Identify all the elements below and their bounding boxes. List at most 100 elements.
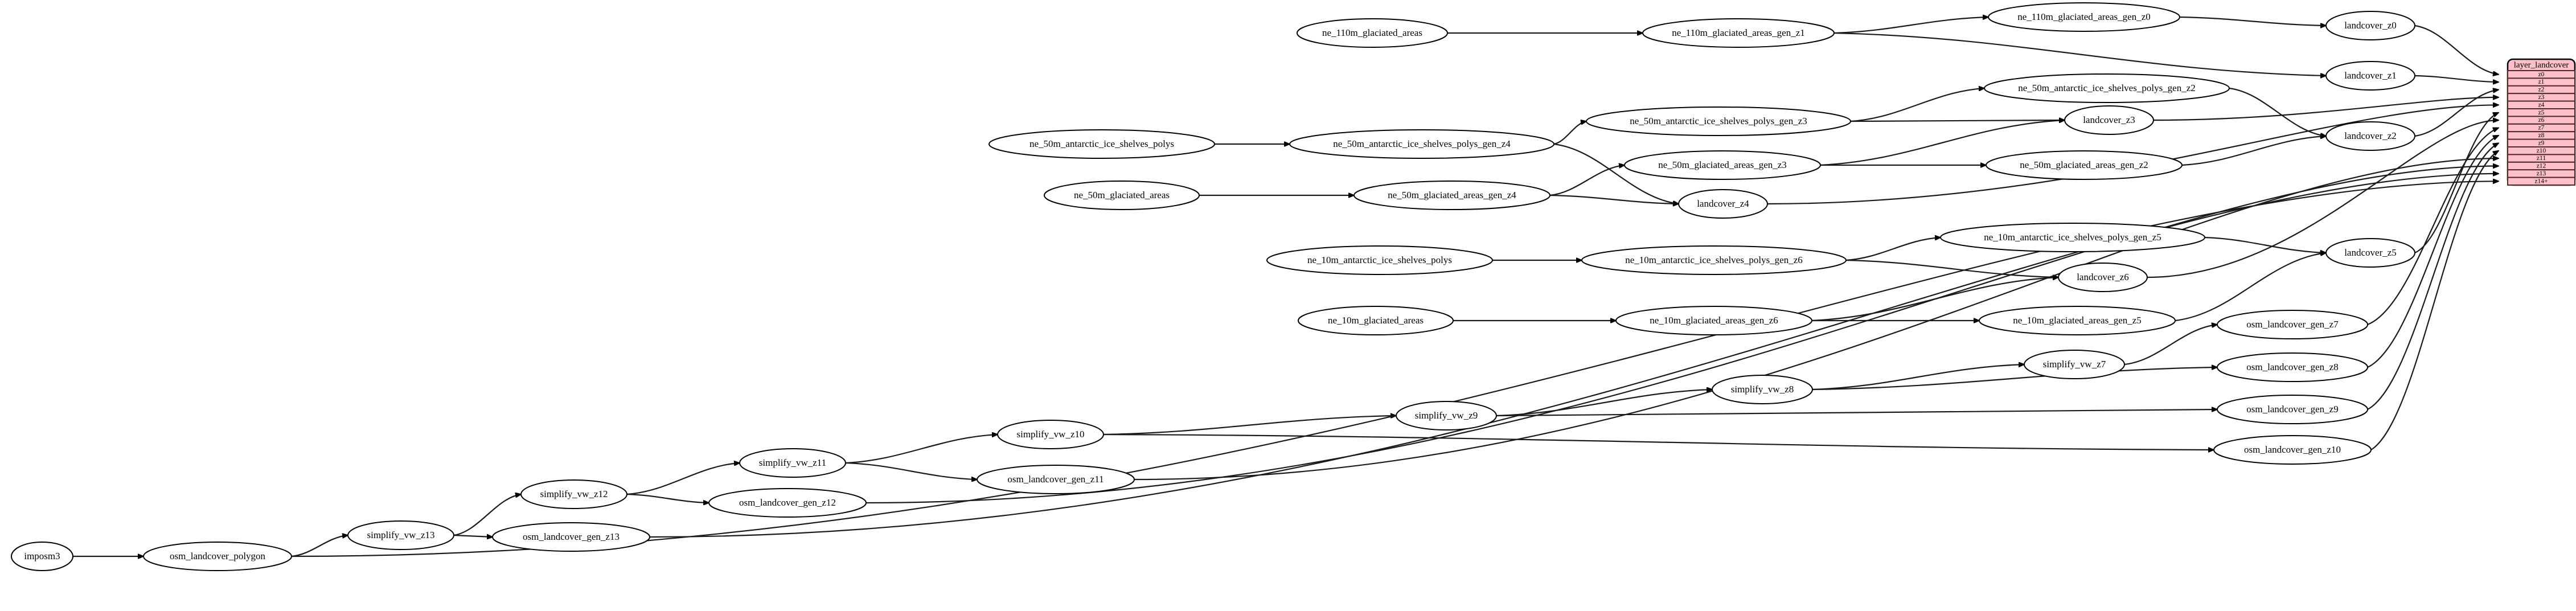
graph-edge-ne_10m_glaciated_areas_gen_z5--landcover_z5 <box>2175 253 2326 322</box>
graph-edge-ne_50m_glaciated_areas_gen_z4--landcover_z4 <box>1549 194 1679 204</box>
table-row-label-z6: z6 <box>2538 117 2545 124</box>
graph-node-ne_10m_antarctic_ice_shelves_polys[interactable]: ne_10m_antarctic_ice_shelves_polys <box>1266 245 1493 275</box>
node-label: landcover_z6 <box>2077 272 2129 282</box>
graph-node-osm_landcover_polygon[interactable]: osm_landcover_polygon <box>143 542 292 571</box>
graph-node-ne_10m_glaciated_areas_gen_z5[interactable]: ne_10m_glaciated_areas_gen_z5 <box>1979 306 2176 335</box>
graph-node-simplify_vw_z8[interactable]: simplify_vw_z8 <box>1712 375 1813 404</box>
graph-edge-ne_10m_antarctic_ice_shelves_polys_gen_z6--ne_10m_antarctic_ice_shelves_polys_gen_z5 <box>1845 237 1941 261</box>
graph-node-landcover_z2[interactable]: landcover_z2 <box>2325 121 2415 151</box>
node-ellipse <box>143 542 292 571</box>
node-label: simplify_vw_z13 <box>367 530 435 540</box>
graph-node-landcover_z0[interactable]: landcover_z0 <box>2325 11 2415 40</box>
node-label: ne_10m_antarctic_ice_shelves_polys_gen_z… <box>1984 232 2161 243</box>
graph-node-ne_10m_antarctic_ice_shelves_polys_gen_z6[interactable]: ne_10m_antarctic_ice_shelves_polys_gen_z… <box>1581 245 1847 275</box>
graph-node-osm_landcover_gen_z12[interactable]: osm_landcover_gen_z12 <box>708 488 867 518</box>
node-ellipse <box>1044 181 1200 210</box>
node-label: ne_10m_glaciated_areas <box>1328 315 1424 326</box>
node-label: ne_110m_glaciated_areas <box>1322 27 1422 38</box>
graph-edge-simplify_vw_z7--osm_landcover_gen_z7 <box>2124 325 2217 366</box>
graph-node-osm_landcover_gen_z8[interactable]: osm_landcover_gen_z8 <box>2217 352 2368 382</box>
node-label: landcover_z3 <box>2083 114 2135 125</box>
graph-edge-ne_50m_antarctic_ice_shelves_polys_gen_z3--ne_50m_antarctic_ice_shelves_polys_gen_z2 <box>1850 88 1984 122</box>
node-label: landcover_z4 <box>1697 198 1749 209</box>
node-ellipse <box>1353 181 1550 210</box>
graph-node-ne_50m_glaciated_areas_gen_z3[interactable]: ne_50m_glaciated_areas_gen_z3 <box>1624 150 1821 180</box>
node-ellipse <box>2024 350 2125 379</box>
graph-node-osm_landcover_gen_z13[interactable]: osm_landcover_gen_z13 <box>492 522 650 552</box>
node-label: simplify_vw_z8 <box>1731 384 1794 395</box>
graph-node-ne_50m_glaciated_areas_gen_z2[interactable]: ne_50m_glaciated_areas_gen_z2 <box>1986 150 2183 180</box>
node-ellipse <box>1289 129 1554 159</box>
graph-node-ne_110m_glaciated_areas_gen_z0[interactable]: ne_110m_glaciated_areas_gen_z0 <box>1988 2 2180 32</box>
node-label: osm_landcover_polygon <box>170 551 266 561</box>
graph-node-ne_110m_glaciated_areas[interactable]: ne_110m_glaciated_areas <box>1297 18 1448 48</box>
graph-node-landcover_z5[interactable]: landcover_z5 <box>2325 238 2415 268</box>
graph-node-ne_50m_glaciated_areas[interactable]: ne_50m_glaciated_areas <box>1044 181 1200 210</box>
graph-node-simplify_vw_z12[interactable]: simplify_vw_z12 <box>520 479 627 509</box>
node-ellipse <box>1712 375 1813 404</box>
table-row-label-z2: z2 <box>2538 87 2545 93</box>
graph-node-landcover_z3[interactable]: landcover_z3 <box>2064 105 2154 135</box>
node-label: landcover_z0 <box>2344 20 2397 31</box>
graph-node-ne_10m_antarctic_ice_shelves_polys_gen_z5[interactable]: ne_10m_antarctic_ice_shelves_polys_gen_z… <box>1940 223 2205 252</box>
graph-edge-osm_landcover_gen_z8--z8 <box>2367 134 2499 368</box>
graph-node-simplify_vw_z7[interactable]: simplify_vw_z7 <box>2024 350 2125 379</box>
node-ellipse <box>1624 150 1821 180</box>
graph-node-ne_50m_antarctic_ice_shelves_polys_gen_z4[interactable]: ne_50m_antarctic_ice_shelves_polys_gen_z… <box>1289 129 1554 159</box>
node-ellipse <box>1581 245 1847 275</box>
node-label: ne_50m_glaciated_areas <box>1074 190 1170 200</box>
graph-node-simplify_vw_z13[interactable]: simplify_vw_z13 <box>347 520 454 550</box>
graph-node-ne_50m_glaciated_areas_gen_z4[interactable]: ne_50m_glaciated_areas_gen_z4 <box>1353 181 1550 210</box>
graph-node-ne_50m_antarctic_ice_shelves_polys_gen_z3[interactable]: ne_50m_antarctic_ice_shelves_polys_gen_z… <box>1586 106 1851 136</box>
graph-edge-simplify_vw_z10--simplify_vw_z9 <box>1103 416 1396 436</box>
graph-edge-landcover_z6--z6 <box>2147 120 2499 278</box>
graph-node-imposm3[interactable]: imposm3 <box>11 542 73 571</box>
node-label: landcover_z5 <box>2344 247 2397 258</box>
graph-node-ne_50m_antarctic_ice_shelves_polys_gen_z2[interactable]: ne_50m_antarctic_ice_shelves_polys_gen_z… <box>1984 73 2230 103</box>
graph-edge-simplify_vw_z12--simplify_vw_z11 <box>626 463 740 495</box>
node-ellipse <box>1678 189 1768 219</box>
graph-node-landcover_z6[interactable]: landcover_z6 <box>2058 263 2148 292</box>
graph-node-ne_110m_glaciated_areas_gen_z1[interactable]: ne_110m_glaciated_areas_gen_z1 <box>1642 18 1835 48</box>
node-label: ne_50m_antarctic_ice_shelves_polys_gen_z… <box>1630 116 1807 126</box>
node-label: ne_50m_glaciated_areas_gen_z4 <box>1388 190 1516 200</box>
graph-edge-osm_landcover_gen_z13--z13 <box>649 174 2499 538</box>
graph-node-landcover_z1[interactable]: landcover_z1 <box>2325 61 2415 91</box>
node-ellipse <box>2217 310 2368 339</box>
node-label: ne_50m_antarctic_ice_shelves_polys_gen_z… <box>1333 138 1511 149</box>
node-ellipse <box>11 542 73 571</box>
node-ellipse <box>2217 352 2368 382</box>
graph-edge-ne_50m_glaciated_areas_gen_z2--landcover_z2 <box>2181 136 2326 166</box>
graph-node-osm_landcover_gen_z9[interactable]: osm_landcover_gen_z9 <box>2217 395 2368 424</box>
graph-edge-osm_landcover_gen_z9--z9 <box>2367 143 2499 410</box>
node-ellipse <box>2325 11 2415 40</box>
node-ellipse <box>1979 306 2176 335</box>
graph-node-osm_landcover_gen_z10[interactable]: osm_landcover_gen_z10 <box>2213 435 2372 465</box>
node-label: simplify_vw_z12 <box>540 489 608 499</box>
node-label: simplify_vw_z11 <box>759 457 826 468</box>
graph-node-ne_10m_glaciated_areas[interactable]: ne_10m_glaciated_areas <box>1298 306 1454 335</box>
graph-edge-ne_50m_antarctic_ice_shelves_polys_gen_z2--landcover_z2 <box>2229 87 2326 136</box>
graph-edge-simplify_vw_z10--osm_landcover_gen_z10 <box>1103 433 2214 450</box>
node-label: osm_landcover_gen_z8 <box>2246 362 2338 372</box>
graph-edge-ne_50m_antarctic_ice_shelves_polys_gen_z3--landcover_z3 <box>1850 120 2065 121</box>
graph-node-osm_landcover_gen_z7[interactable]: osm_landcover_gen_z7 <box>2217 310 2368 339</box>
graph-node-landcover_z4[interactable]: landcover_z4 <box>1678 189 1768 219</box>
table-row-z14+[interactable] <box>2507 177 2575 186</box>
node-label: ne_10m_antarctic_ice_shelves_polys <box>1307 255 1452 265</box>
graph-node-ne_10m_glaciated_areas_gen_z6[interactable]: ne_10m_glaciated_areas_gen_z6 <box>1615 306 1812 335</box>
node-ellipse <box>2213 435 2372 465</box>
node-ellipse <box>1297 18 1448 48</box>
graph-node-simplify_vw_z9[interactable]: simplify_vw_z9 <box>1396 401 1497 430</box>
graph-node-simplify_vw_z10[interactable]: simplify_vw_z10 <box>997 420 1104 449</box>
node-label: landcover_z2 <box>2344 130 2397 141</box>
table-header-label: layer_landcover <box>2514 60 2569 69</box>
node-label: osm_landcover_gen_z7 <box>2246 319 2339 330</box>
table-row-label-z4: z4 <box>2538 101 2545 108</box>
graph-edge-simplify_vw_z11--osm_landcover_gen_z11 <box>845 462 977 479</box>
graph-node-osm_landcover_gen_z11[interactable]: osm_landcover_gen_z11 <box>977 465 1135 494</box>
graph-node-ne_50m_antarctic_ice_shelves_polys[interactable]: ne_50m_antarctic_ice_shelves_polys <box>988 129 1215 159</box>
graph-edge-osm_landcover_gen_z7--z7 <box>2367 127 2499 326</box>
graph-node-simplify_vw_z11[interactable]: simplify_vw_z11 <box>739 448 846 478</box>
